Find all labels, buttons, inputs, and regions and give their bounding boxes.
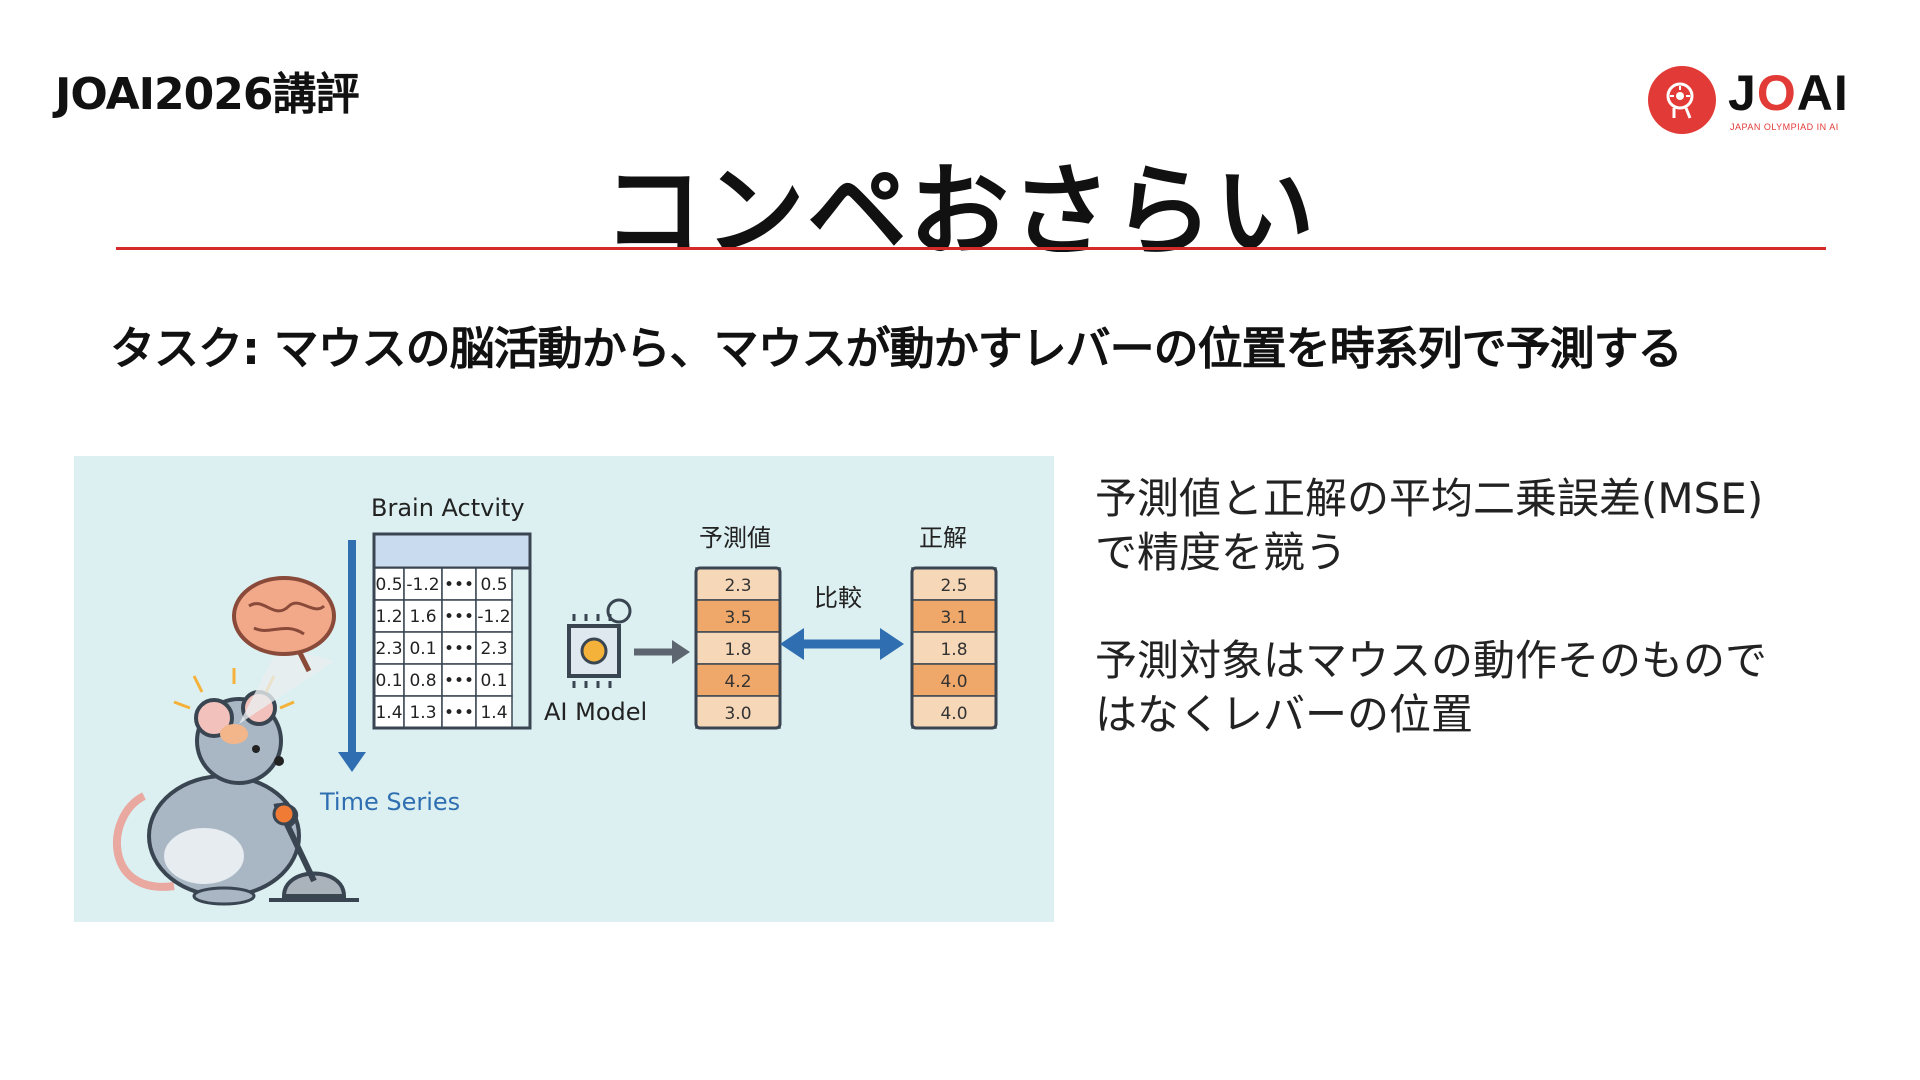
value-text: 1.8 xyxy=(940,640,967,660)
data-table-cell xyxy=(475,631,513,665)
data-table-value: 0.5 xyxy=(375,575,402,595)
data-table-value: 1.2 xyxy=(375,607,402,627)
data-table-value: -1.2 xyxy=(406,575,439,595)
data-table-header xyxy=(372,532,532,570)
figure-svg: Time Series Brain Actvity 0.5-1.2•••0.51… xyxy=(112,494,998,906)
data-table-cell xyxy=(403,663,443,697)
header-label: JOAI2026講評 xyxy=(55,69,359,120)
bullet-target: 予測対象はマウスの動作そのもので はなくレバーの位置 xyxy=(1095,634,1855,742)
data-table-value: 1.6 xyxy=(409,607,436,627)
data-table-value: ••• xyxy=(444,607,474,627)
ai-model-label: AI Model xyxy=(544,698,647,726)
value-cell xyxy=(695,599,781,633)
data-table-value: 0.8 xyxy=(409,671,436,691)
bullet-list: 予測値と正解の平均二乗誤差(MSE) で精度を競う 予測対象はマウスの動作そのも… xyxy=(1095,472,1855,796)
joai-logo: JOAI JAPAN OLYMPIAD IN AI xyxy=(1648,65,1868,138)
column-border xyxy=(910,566,998,730)
data-table-value: 0.1 xyxy=(409,639,436,659)
page-title: コンペおさらい xyxy=(603,153,1317,270)
truth-header: 正解 xyxy=(919,524,967,552)
brain-head-icon xyxy=(1648,66,1716,134)
data-table-cell xyxy=(441,599,477,633)
data-table-cell xyxy=(403,631,443,665)
prediction-column: 2.3 3.5 1.8 4.2 3.0 xyxy=(694,566,782,730)
bullet-target-line1: 予測対象はマウスの動作そのもので xyxy=(1095,636,1768,685)
value-text: 2.5 xyxy=(940,576,967,596)
value-text: 1.8 xyxy=(724,640,751,660)
compare-label: 比較 xyxy=(814,584,862,612)
bullet-target-line2: はなくレバーの位置 xyxy=(1095,690,1474,739)
data-table-value: -1.2 xyxy=(477,607,510,627)
ground-truth-column: 2.5 3.1 1.8 4.0 4.0 xyxy=(910,566,998,730)
column-border xyxy=(694,566,782,730)
data-table-value: ••• xyxy=(444,575,474,595)
time-series-label: Time Series xyxy=(319,788,460,816)
data-table-value: 1.3 xyxy=(409,703,436,723)
ai-chip-icon xyxy=(567,598,632,688)
bullet-mse-line1: 予測値と正解の平均二乗誤差(MSE) xyxy=(1095,474,1764,523)
logo-wordmark: JOAI xyxy=(1728,65,1849,121)
data-table-cell xyxy=(403,599,443,633)
bullet-mse: 予測値と正解の平均二乗誤差(MSE) で精度を競う xyxy=(1095,472,1855,580)
brain-icon xyxy=(232,576,336,673)
value-text: 4.2 xyxy=(724,672,751,692)
data-table-value: ••• xyxy=(444,639,474,659)
data-table-cell xyxy=(475,695,513,729)
value-text: 4.0 xyxy=(940,704,967,724)
data-table-value: ••• xyxy=(444,703,474,723)
brain-activity-label: Brain Actvity xyxy=(371,494,525,522)
title-divider xyxy=(116,247,1826,250)
data-table-value: 1.4 xyxy=(480,703,507,723)
data-table-cell xyxy=(373,631,405,665)
lever-icon xyxy=(269,802,359,902)
logo-subtitle: JAPAN OLYMPIAD IN AI xyxy=(1730,122,1839,132)
bullet-mse-line2: で精度を競う xyxy=(1095,528,1348,577)
value-text: 3.1 xyxy=(940,608,967,628)
data-table-value: ••• xyxy=(444,671,474,691)
data-table-value: 0.5 xyxy=(480,575,507,595)
mouse-icon xyxy=(112,668,301,906)
prediction-header: 予測値 xyxy=(699,524,771,552)
value-cell xyxy=(695,663,781,697)
data-table-value: 2.3 xyxy=(375,639,402,659)
task-description: タスク: マウスの脳活動から、マウスが動かすレバーの位置を時系列で予測する xyxy=(110,322,1683,375)
value-text: 2.3 xyxy=(724,576,751,596)
value-text: 3.5 xyxy=(724,608,751,628)
value-text: 3.0 xyxy=(724,704,751,724)
data-table-value: 2.3 xyxy=(480,639,507,659)
data-table-value: 1.4 xyxy=(375,703,402,723)
data-table-value: 0.1 xyxy=(375,671,402,691)
data-table-value: 0.1 xyxy=(480,671,507,691)
value-text: 4.0 xyxy=(940,672,967,692)
data-table-border xyxy=(372,532,532,730)
